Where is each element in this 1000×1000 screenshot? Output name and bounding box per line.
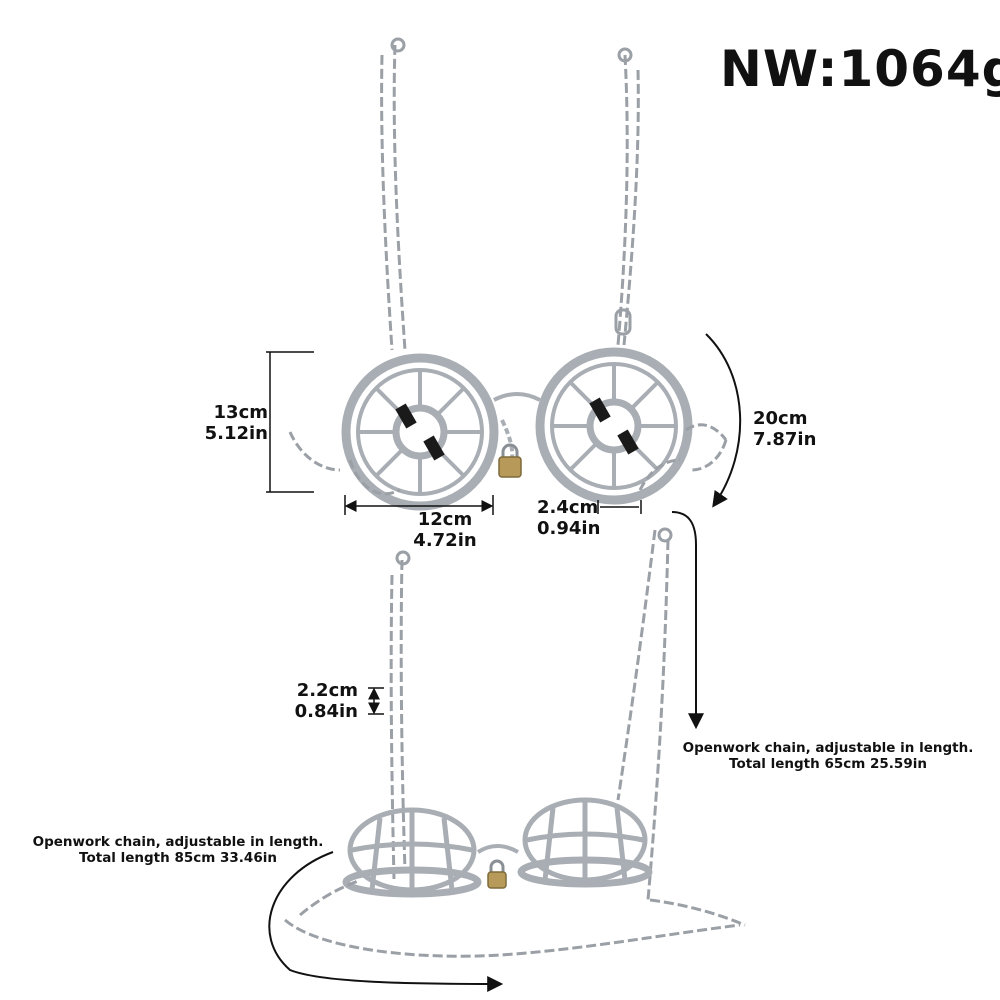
right-shoulder-chain (614, 47, 640, 346)
cup-circumference-label: 20cm 7.87in (753, 408, 816, 450)
link-size-label: 2.2cm 0.84in (286, 680, 358, 722)
band-chain-note-line2: Total length 85cm 33.46in (79, 850, 277, 866)
center-link-dimension (597, 500, 642, 514)
bottom-view (268, 511, 746, 992)
circumference-arrow (705, 333, 742, 508)
right-side-chain (638, 423, 728, 491)
left-cup-cage (341, 353, 499, 511)
back-padlock-icon (476, 844, 519, 889)
padlock-icon (498, 443, 522, 478)
strap-chain-note: Openwork chain, adjustable in length. To… (672, 740, 984, 772)
cup-circumference-in: 7.87in (753, 429, 817, 450)
band-length-arrow (268, 851, 504, 992)
cup-height-in: 5.12in (204, 423, 268, 444)
link-size-in: 0.84in (294, 701, 358, 722)
cup-height-label: 13cm 5.12in (196, 402, 268, 444)
cup-width-in: 4.72in (413, 530, 477, 551)
cup-circumference-cm: 20cm (753, 408, 808, 429)
cup-width-cm: 12cm (417, 509, 473, 530)
center-link-in: 0.94in (537, 518, 601, 539)
back-right-cup-cage (517, 797, 653, 888)
width-dimension (344, 495, 494, 515)
strap-length-arrow (671, 511, 704, 730)
link-size-cm: 2.2cm (296, 680, 358, 701)
left-side-chain (288, 431, 401, 496)
left-shoulder-chain (380, 37, 407, 351)
back-left-strap-chain (389, 550, 411, 881)
back-band-chain (284, 878, 746, 958)
right-cup-cage (535, 347, 693, 505)
strap-chain-note-line1: Openwork chain, adjustable in length. (682, 740, 974, 756)
back-left-cup-cage (342, 807, 482, 898)
cup-height-cm: 13cm (213, 402, 268, 423)
top-view (266, 37, 742, 515)
back-right-strap-chain (616, 527, 673, 901)
net-weight-label: NW:1064g (720, 40, 1000, 98)
strap-chain-note-line2: Total length 65cm 25.59in (729, 756, 927, 772)
cup-width-label: 12cm 4.72in (405, 509, 485, 551)
link-size-dimension (368, 687, 384, 715)
band-chain-note: Openwork chain, adjustable in length. To… (22, 834, 334, 866)
center-link-cm: 2.4cm (537, 497, 599, 518)
band-chain-note-line1: Openwork chain, adjustable in length. (32, 834, 324, 850)
center-link (493, 392, 541, 459)
center-link-label: 2.4cm 0.94in (537, 497, 600, 539)
height-dimension (266, 351, 314, 493)
